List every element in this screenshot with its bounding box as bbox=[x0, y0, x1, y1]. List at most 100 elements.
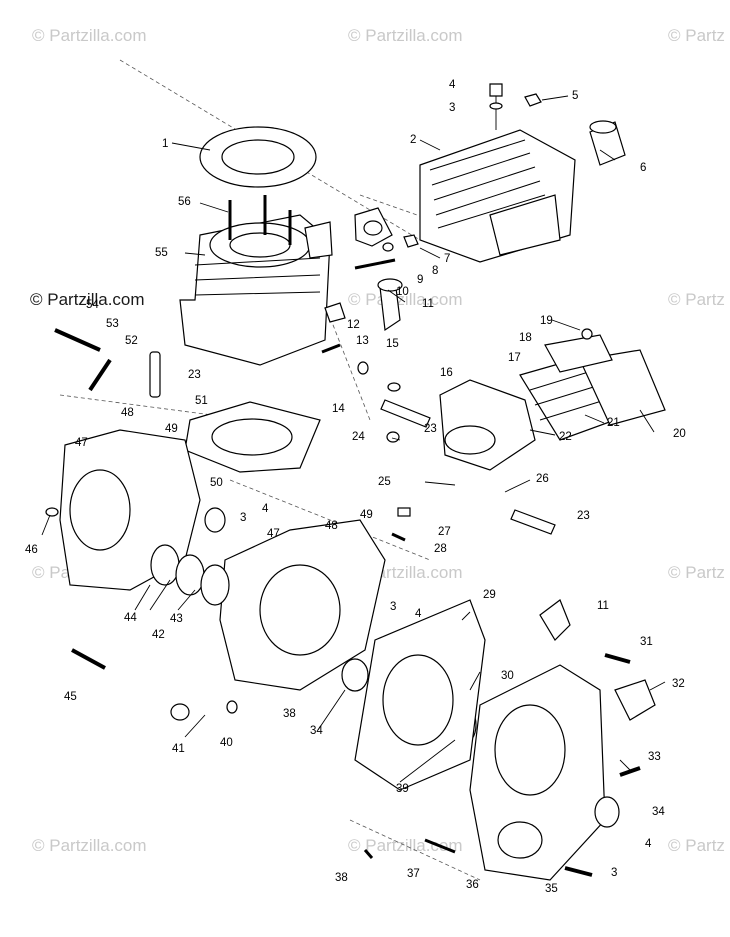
pin-38[interactable] bbox=[363, 849, 374, 859]
sensor-14[interactable] bbox=[357, 361, 369, 375]
watermark: © Partz bbox=[668, 26, 725, 45]
hose-clamp[interactable] bbox=[149, 351, 161, 398]
callout-27: 27 bbox=[438, 526, 451, 538]
callout-23: 23 bbox=[577, 510, 590, 522]
callout-32: 32 bbox=[672, 678, 685, 690]
fitting-41[interactable] bbox=[170, 703, 190, 721]
head-gasket[interactable] bbox=[199, 126, 317, 188]
o-ring-40[interactable] bbox=[226, 700, 238, 714]
callout-34: 34 bbox=[310, 725, 323, 737]
callout-31: 31 bbox=[640, 636, 653, 648]
callout-26: 26 bbox=[536, 473, 549, 485]
watermark: © Partzilla.com bbox=[32, 836, 147, 855]
screw-28[interactable] bbox=[391, 532, 406, 542]
cover-bolt[interactable] bbox=[71, 648, 106, 670]
head-washer[interactable] bbox=[489, 102, 503, 110]
callout-3b: 3 bbox=[240, 512, 246, 524]
callout-43: 43 bbox=[170, 613, 183, 625]
seal-34[interactable] bbox=[594, 796, 620, 828]
head-bolt[interactable] bbox=[489, 83, 503, 130]
callout-56: 56 bbox=[178, 196, 191, 208]
callout-15: 15 bbox=[386, 338, 399, 350]
crankcase-right[interactable] bbox=[219, 519, 386, 691]
callout-47: 47 bbox=[75, 437, 88, 449]
callout-14: 14 bbox=[332, 403, 345, 415]
washer[interactable] bbox=[382, 242, 394, 252]
callout-19: 19 bbox=[540, 315, 553, 327]
water-elbow-lower[interactable] bbox=[539, 599, 571, 641]
reed-gasket[interactable] bbox=[579, 349, 666, 426]
callout-52: 52 bbox=[125, 335, 138, 347]
bolt-31[interactable] bbox=[604, 653, 631, 664]
exhaust-sleeve[interactable] bbox=[589, 120, 626, 166]
bolt-35[interactable] bbox=[564, 866, 593, 877]
callout-50: 50 bbox=[210, 477, 223, 489]
callout-24: 24 bbox=[352, 431, 365, 443]
exhaust-stud[interactable] bbox=[354, 258, 396, 270]
callout-48b: 48 bbox=[325, 520, 338, 532]
water-elbow[interactable] bbox=[377, 278, 403, 332]
bolt-33[interactable] bbox=[619, 766, 641, 777]
callout-33: 33 bbox=[648, 751, 661, 763]
washer-15[interactable] bbox=[387, 382, 401, 392]
callout-4: 4 bbox=[449, 79, 456, 91]
cover-gasket[interactable] bbox=[354, 599, 486, 791]
callout-39: 39 bbox=[396, 783, 409, 795]
pin-27[interactable] bbox=[397, 507, 411, 517]
callout-3c: 3 bbox=[390, 601, 396, 613]
callout-46: 46 bbox=[25, 544, 38, 556]
cylinder-studs[interactable] bbox=[228, 195, 292, 245]
callout-49b: 49 bbox=[360, 509, 373, 521]
thermostat-12[interactable] bbox=[324, 302, 346, 323]
callout-38b: 38 bbox=[335, 872, 348, 884]
callout-9: 9 bbox=[417, 274, 423, 286]
callout-3: 3 bbox=[449, 102, 455, 114]
intake-manifold[interactable] bbox=[439, 379, 536, 471]
callout-3d: 3 bbox=[611, 867, 617, 879]
callout-28: 28 bbox=[434, 543, 447, 555]
cylinder-head[interactable] bbox=[419, 129, 576, 263]
callout-12: 12 bbox=[347, 319, 360, 331]
hose-clamp[interactable] bbox=[380, 399, 431, 428]
callout-6: 6 bbox=[640, 162, 646, 174]
callout-labels: 1 2 3 4 5 6 7 8 9 10 11 12 13 14 15 16 1… bbox=[25, 79, 686, 895]
callout-22: 22 bbox=[559, 431, 572, 443]
callout-48: 48 bbox=[121, 407, 134, 419]
reed-stop[interactable] bbox=[581, 328, 593, 340]
callout-40: 40 bbox=[220, 737, 233, 749]
crankshaft-bearing[interactable] bbox=[150, 544, 230, 606]
callout-29: 29 bbox=[483, 589, 496, 601]
callout-4c: 4 bbox=[415, 608, 422, 620]
callout-4b: 4 bbox=[262, 503, 269, 515]
callout-44: 44 bbox=[124, 612, 137, 624]
fitting-46[interactable] bbox=[45, 507, 59, 517]
base-gasket[interactable] bbox=[184, 401, 321, 473]
leader-lines bbox=[41, 95, 666, 783]
reed-petal[interactable] bbox=[544, 334, 613, 373]
callout-13: 13 bbox=[356, 335, 369, 347]
bolt-52[interactable] bbox=[88, 358, 112, 392]
water-outlet[interactable] bbox=[614, 679, 656, 721]
crank-seal[interactable] bbox=[341, 658, 369, 692]
hose-clamp[interactable] bbox=[510, 509, 556, 535]
callout-11b: 11 bbox=[597, 600, 609, 612]
callout-7: 7 bbox=[444, 253, 450, 265]
watermark: © Partz bbox=[668, 836, 725, 855]
exhaust-gasket[interactable] bbox=[354, 207, 393, 247]
callout-5: 5 bbox=[572, 90, 578, 102]
watermark-dark: © Partzilla.com bbox=[30, 290, 145, 309]
callout-18: 18 bbox=[519, 332, 532, 344]
head-nut[interactable] bbox=[524, 93, 542, 107]
bolt-53[interactable] bbox=[54, 328, 101, 352]
fitting-13[interactable] bbox=[321, 343, 341, 354]
callout-1: 1 bbox=[162, 138, 168, 150]
cylinder[interactable] bbox=[179, 214, 333, 366]
bolt-37[interactable] bbox=[424, 838, 456, 854]
oil-seal[interactable] bbox=[204, 507, 226, 533]
callout-20: 20 bbox=[673, 428, 686, 440]
recoil-housing[interactable] bbox=[469, 664, 606, 881]
watermark: © Partzilla.com bbox=[32, 26, 147, 45]
watermark: © Partzilla.com bbox=[348, 836, 463, 855]
nut[interactable] bbox=[403, 234, 419, 248]
plug-24[interactable] bbox=[386, 431, 400, 443]
